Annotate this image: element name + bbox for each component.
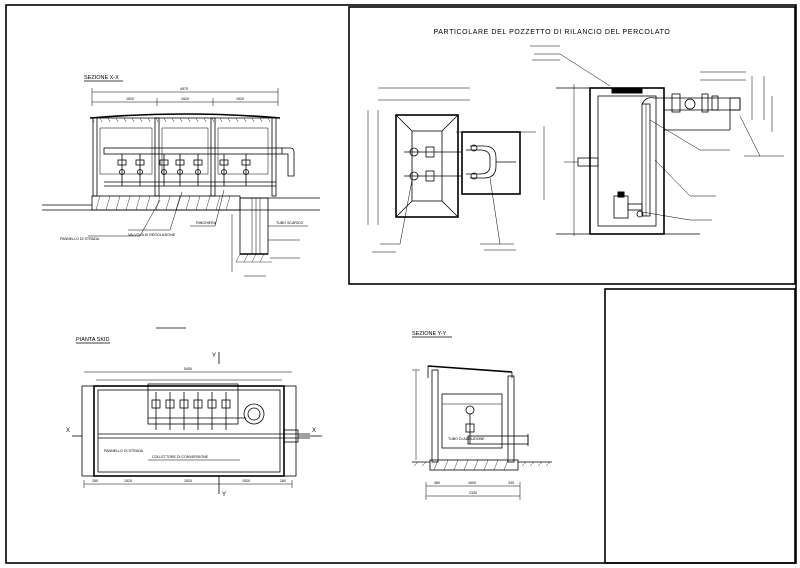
section-y-y: SEZIONE Y-Y 380 1600 340 2330: [412, 331, 552, 500]
section-x-x: SEZIONE X-X 4970 1520 1520 1520: [42, 75, 320, 277]
yy-annotation-tubo: TUBO DI ADDUZIONE: [448, 437, 485, 441]
yy-dim-right: 340: [508, 481, 514, 485]
detail-pozzetto: [367, 45, 784, 253]
annotation-tubo-scarico: TUBO SCARICO: [276, 221, 304, 225]
section-y-title: SEZIONE Y-Y: [412, 331, 447, 337]
yy-dim-left: 380: [434, 481, 440, 485]
annotation-pannello: PANNELLO DI STRADA: [60, 237, 100, 241]
title-block: [604, 288, 796, 564]
annotation-ringhiera: RINGHIERA: [196, 221, 217, 225]
axis-y-label-bottom: Y: [222, 492, 226, 498]
sheet-frame: [5, 4, 797, 564]
pozzetto-plan: [395, 114, 459, 218]
detail-title: PARTICOLARE DEL POZZETTO DI RILANCIO DEL…: [434, 29, 671, 36]
left-column: [431, 369, 439, 463]
axis-x-label-left: X: [66, 428, 70, 434]
section-x-dim-2: 1520: [181, 97, 189, 101]
yy-dim-1: 1600: [468, 481, 476, 485]
section-x-dim-3: 1520: [236, 97, 244, 101]
section-x-dim-1: 1520: [126, 97, 134, 101]
axis-y-label-top: Y: [212, 353, 216, 359]
plan-dim-1: 1520: [124, 479, 132, 483]
right-column: [507, 375, 515, 463]
plan-title: PIANTA SKID: [76, 337, 110, 343]
plan-dim-right: 260: [280, 479, 286, 483]
plan-skid: PIANTA SKID 5450 Y X X: [66, 327, 322, 498]
pump: [613, 195, 629, 219]
section-x-title: SEZIONE X-X: [84, 75, 119, 81]
pozzetto-section: [589, 87, 665, 235]
detail-panel-border: [348, 6, 796, 285]
plan-annotation-collettore: COLLETTORE DI CONVERSIONE: [152, 455, 209, 459]
main-header-pipe: [103, 147, 283, 155]
plan-dim-2: 1520: [184, 479, 192, 483]
plan-annotation-pannello: PANNELLO DI STRADA: [104, 449, 144, 453]
plan-dim-3: 1520: [242, 479, 250, 483]
plan-dim-total: 5450: [184, 367, 192, 371]
sump: [239, 197, 269, 255]
plan-dim-left: 260: [92, 479, 98, 483]
section-x-dim-total: 4970: [180, 87, 188, 91]
skid-frame: [93, 385, 285, 477]
annotation-valvola: VALVOLA DI REGOLAZIONE: [128, 233, 176, 237]
yy-dim-total: 2330: [469, 491, 477, 495]
axis-x-label-right: X: [312, 428, 316, 434]
